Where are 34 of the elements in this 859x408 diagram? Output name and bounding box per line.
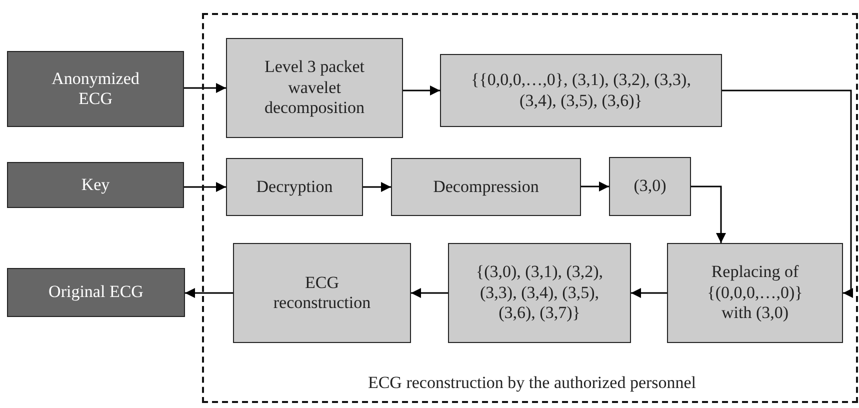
arrow: [581, 182, 609, 192]
box-label: {(3,0), (3,1), (3,2), (3,3), (3,4), (3,5), (3,6), (3,7)}: [474, 262, 604, 324]
box-label: Key: [80, 174, 111, 196]
input-output-box: [7, 162, 184, 208]
box-label: ECG reconstruction: [272, 272, 372, 314]
arrow: [363, 182, 391, 192]
arrow: [411, 288, 448, 298]
box-label: Replacing of {(0,0,0,…,0)} with (3,0): [706, 262, 804, 324]
arrow: [403, 86, 440, 96]
process-box: [609, 157, 691, 216]
box-label: Decompression: [432, 176, 540, 198]
box-label: {{0,0,0,…,0}, (3,1), (3,2), (3,3), (3,4), (3,5), (3,6)}: [470, 70, 692, 111]
arrow: [184, 83, 226, 93]
process-box: [226, 158, 363, 216]
arrow: [184, 182, 226, 192]
arrow: [691, 186, 726, 243]
input-output-box: [7, 51, 184, 127]
region-caption: ECG reconstruction by the authorized personnel: [366, 372, 698, 393]
process-box: [233, 243, 411, 343]
arrow: [631, 288, 667, 298]
process-box: [440, 54, 722, 127]
arrow: [185, 288, 233, 298]
process-box: [667, 243, 843, 343]
dashed-region: [202, 13, 858, 403]
box-label: Level 3 packet wavelet decomposition: [263, 57, 366, 119]
box-label: Decryption: [255, 176, 334, 198]
process-box: [448, 243, 631, 343]
box-label: Anonymized ECG: [50, 68, 140, 110]
arrow: [722, 90, 853, 298]
process-box: [226, 38, 403, 138]
box-label: Original ECG: [48, 282, 144, 303]
box-label: (3,0): [632, 176, 668, 197]
input-output-box: [7, 268, 185, 317]
process-box: [391, 158, 581, 216]
